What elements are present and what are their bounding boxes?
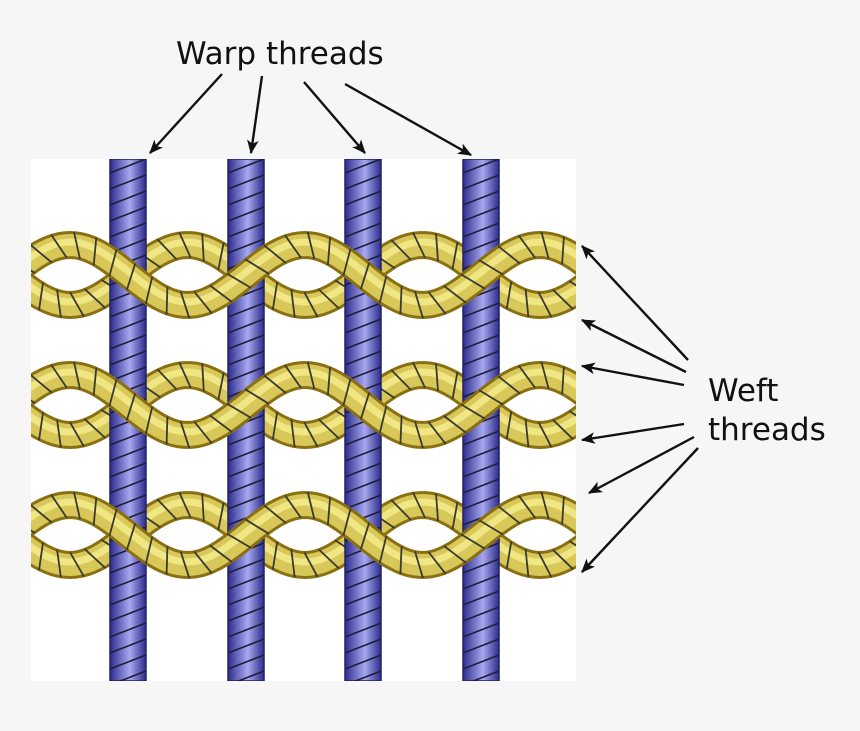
weft-arrow-1 xyxy=(582,246,688,360)
weft-threads-label-line1: Weft xyxy=(708,373,778,409)
weft-arrow-5 xyxy=(589,437,694,493)
weft-threads-label-line2: threads xyxy=(708,412,826,448)
warp-threads-label: Warp threads xyxy=(176,36,384,72)
warp-arrow-4 xyxy=(345,84,471,155)
warp-arrow-1 xyxy=(150,74,222,153)
warp-arrow-2 xyxy=(251,76,262,153)
weft-arrow-4 xyxy=(582,424,684,440)
warp-arrow-3 xyxy=(304,82,365,153)
weft-arrow-3 xyxy=(582,366,684,385)
weft-arrow-2 xyxy=(582,320,686,372)
